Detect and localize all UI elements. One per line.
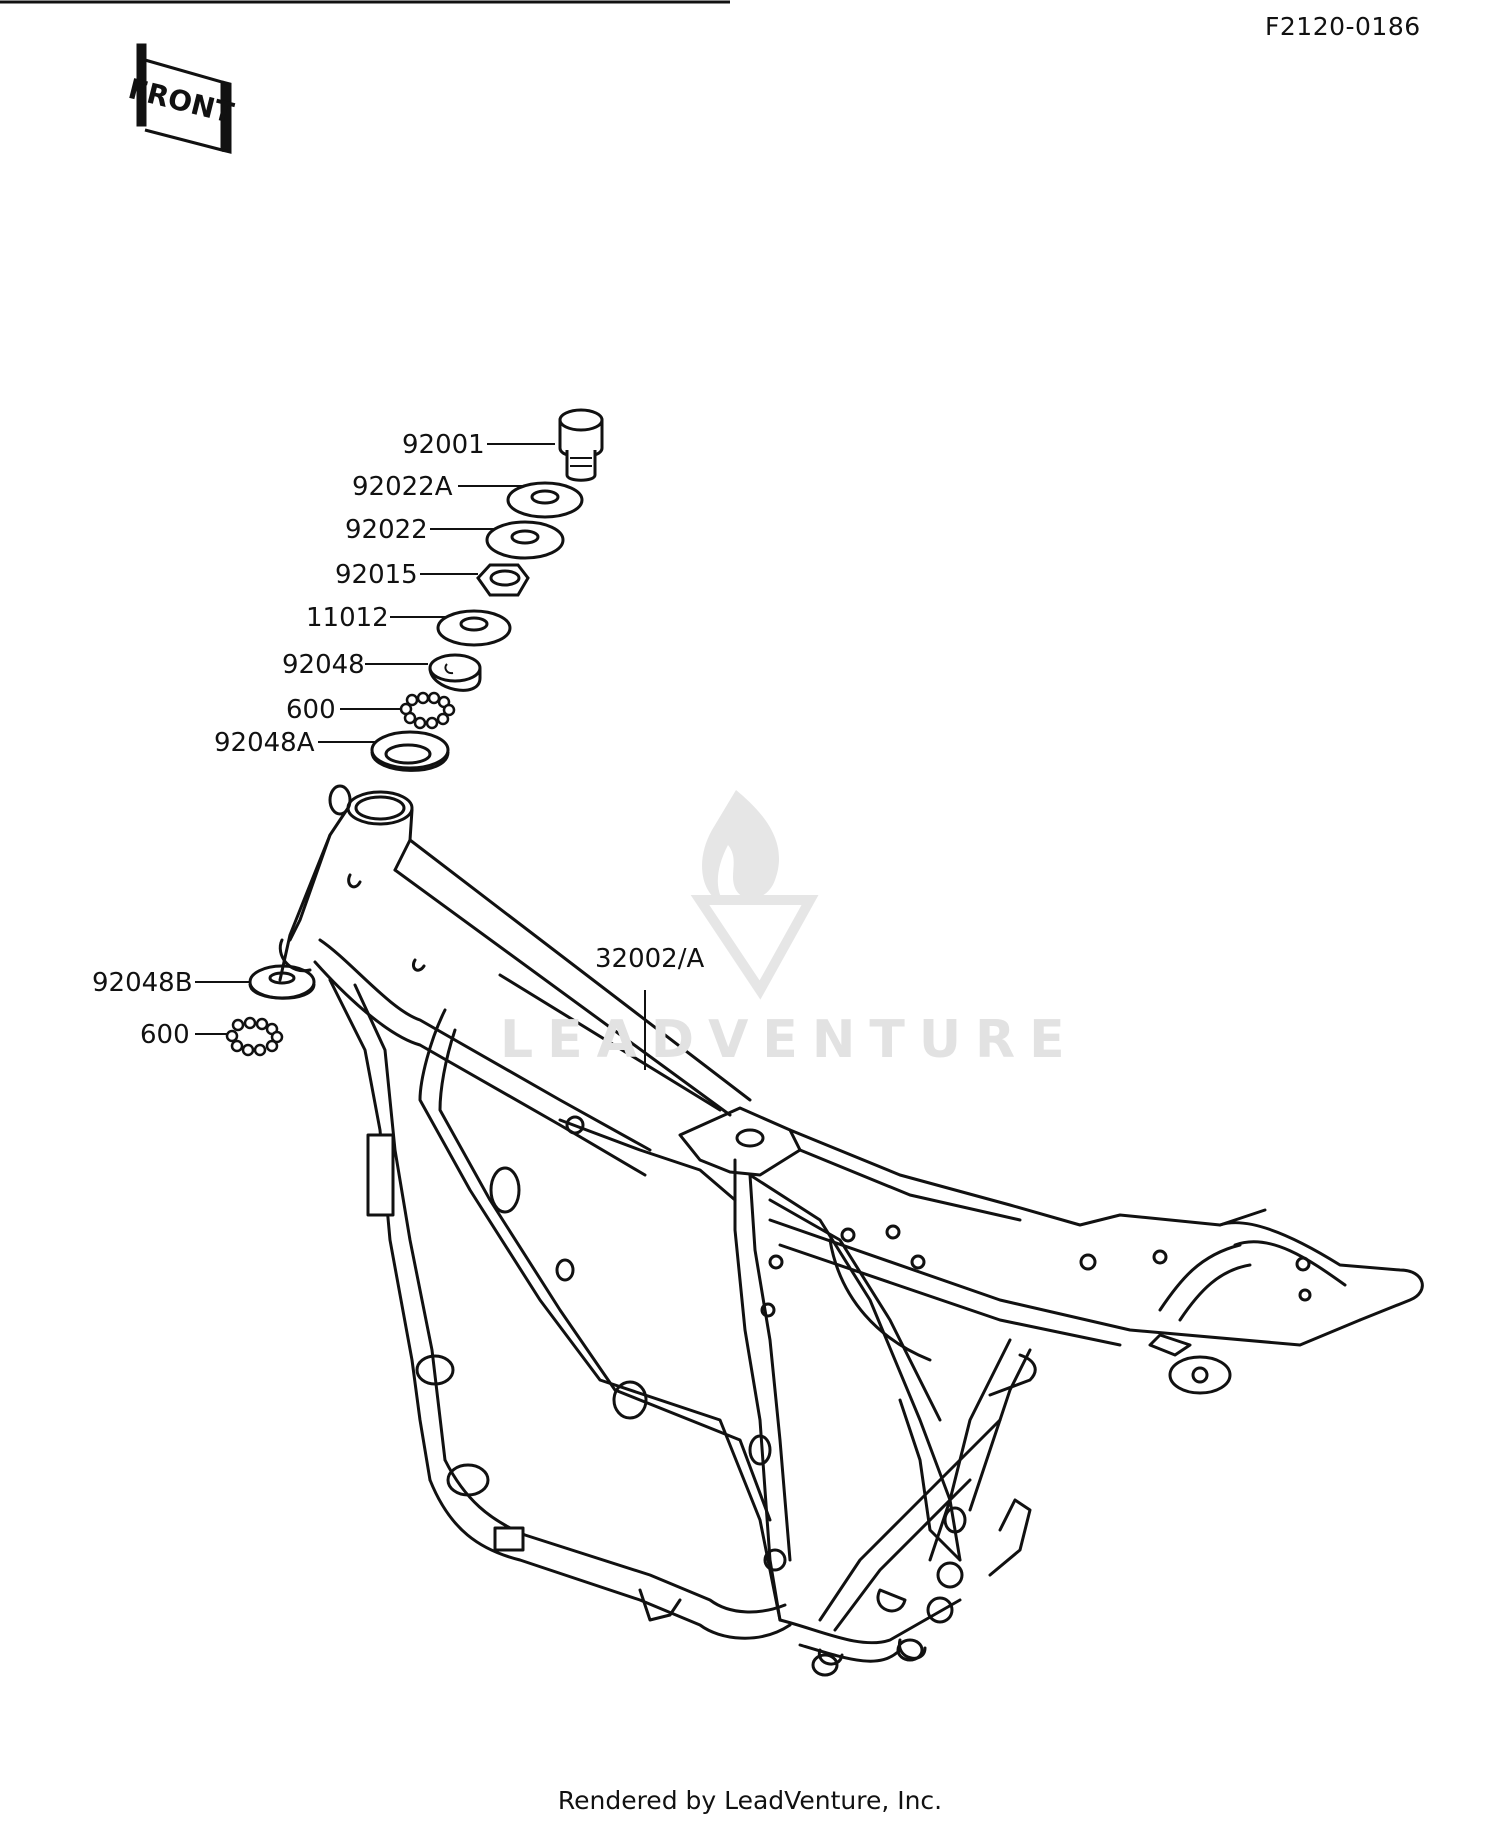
ball-ring-600-upper [399, 691, 456, 730]
leadventure-watermark-logo [690, 790, 819, 1000]
front-arrow-icon [136, 43, 232, 154]
part-label: 92015 [335, 560, 418, 590]
bolt-92001 [558, 408, 604, 482]
footer-credit: Rendered by LeadVenture, Inc. [557, 1786, 943, 1815]
washer-92022 [485, 520, 565, 560]
part-label: 92022 [345, 515, 428, 545]
part-label: 92001 [402, 430, 485, 460]
part-label: 92048A [214, 728, 315, 758]
motorcycle-frame [278, 784, 1424, 1677]
nut-92015 [476, 563, 530, 597]
part-label: 92048B [92, 968, 193, 998]
steering-parts [225, 408, 604, 1057]
part-label: 600 [140, 1020, 190, 1050]
race-92048 [428, 653, 482, 692]
part-label: 92022A [352, 472, 453, 502]
drawing-code: F2120-0186 [1265, 12, 1421, 41]
ball-ring-600-lower [225, 1016, 284, 1057]
part-label: 600 [286, 695, 336, 725]
watermark-text: LEADVENTURE [500, 1010, 1079, 1070]
cap-11012 [436, 609, 512, 647]
part-label: 11012 [306, 603, 389, 633]
washer-92022a [506, 481, 584, 519]
part-label: 32002/A [595, 944, 705, 974]
part-label: 92048 [282, 650, 365, 680]
race-92048a [370, 730, 450, 772]
race-92048b [248, 964, 316, 1000]
